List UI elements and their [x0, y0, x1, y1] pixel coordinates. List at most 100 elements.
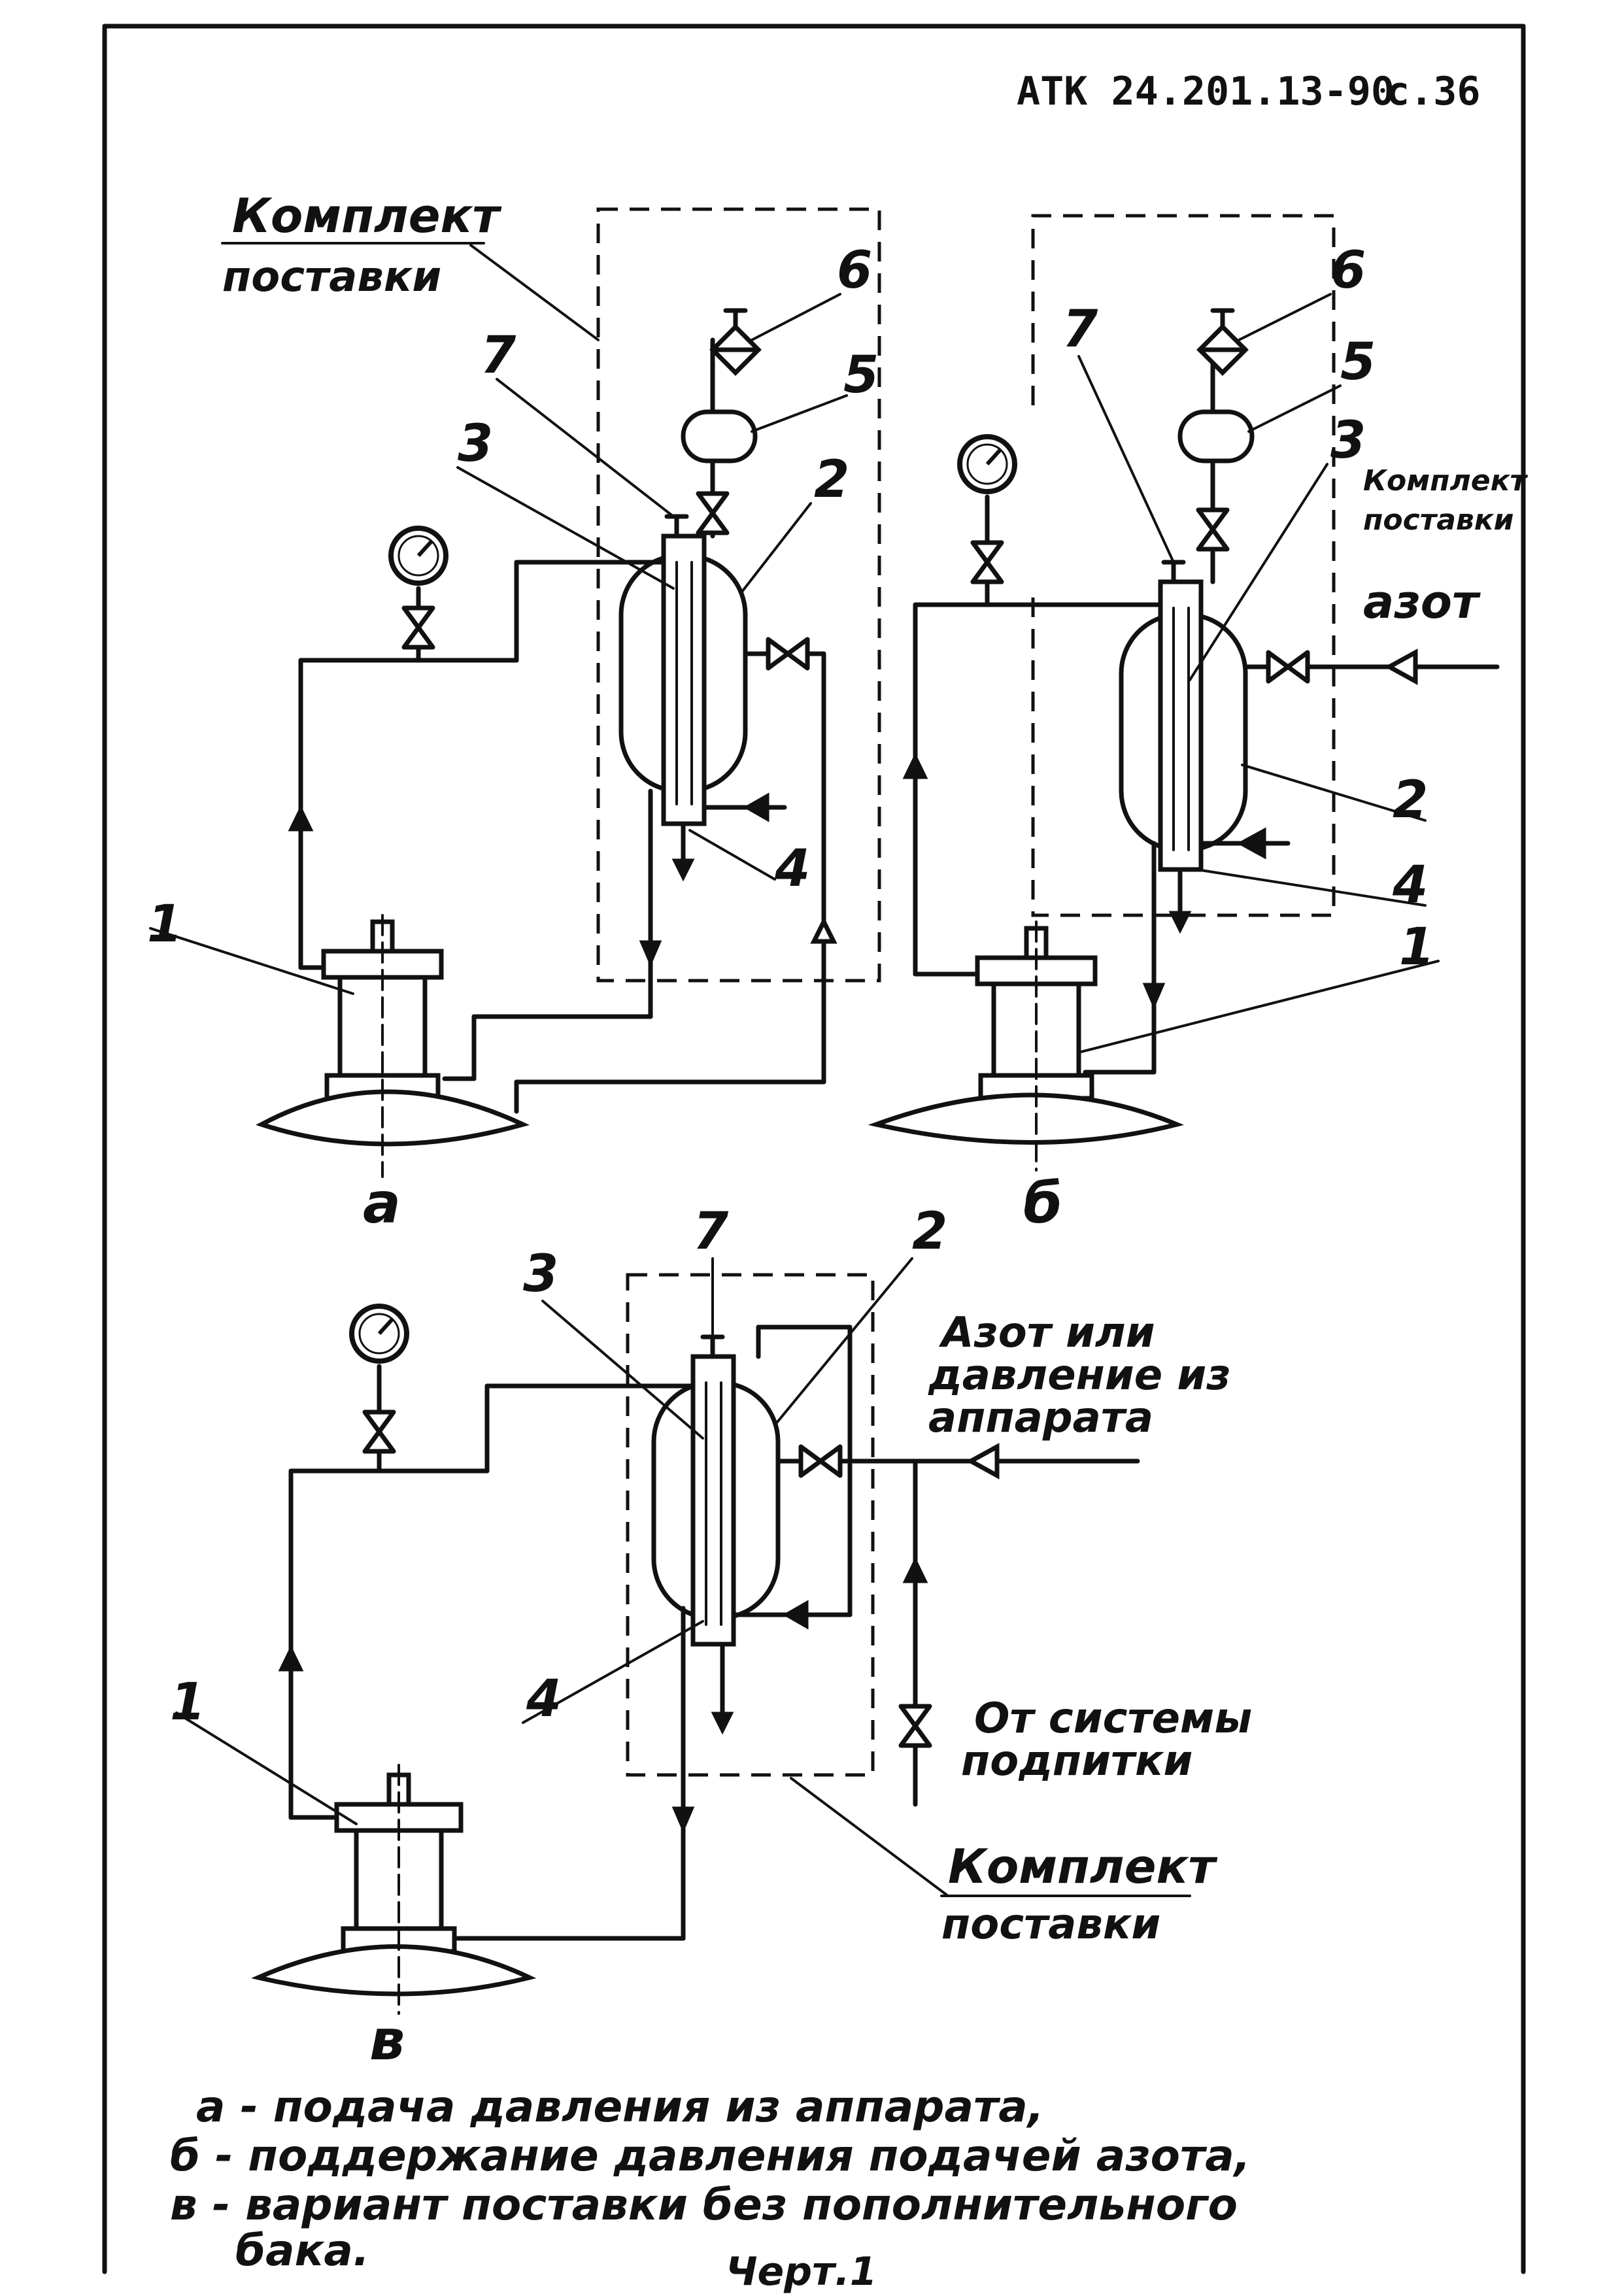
makeup-valve-v — [901, 1706, 930, 1746]
nitrogen-or-pressure-line2: давление из — [928, 1351, 1230, 1400]
nitrogen-valve-b — [1268, 652, 1308, 681]
delivery-label-v: поставки — [941, 1900, 1160, 1949]
press-arrow-v — [278, 1645, 304, 1672]
makeup-arrow-v — [902, 1557, 928, 1583]
nitrogen-or-pressure-line1: Азот или — [938, 1309, 1155, 1357]
leader-2-v — [773, 1257, 913, 1426]
pressure-gauge-b — [960, 437, 1015, 492]
num-7-b: 7 — [1062, 300, 1098, 359]
num-5-a: 5 — [843, 346, 879, 405]
apparatus-footing-v — [250, 1944, 537, 1997]
num-5-b: 5 — [1340, 333, 1376, 392]
press-arrow-a — [288, 805, 314, 832]
up-arrow-a — [810, 917, 837, 944]
gauge-valve-v — [365, 1412, 394, 1451]
legend-v2: бака. — [235, 2225, 369, 2276]
num-6-b: 6 — [1330, 241, 1366, 300]
leader-4-b — [1195, 868, 1427, 907]
from-system-line1: От системы — [974, 1695, 1252, 1743]
leader-3-b — [1189, 463, 1328, 681]
gauge-valve-a — [404, 608, 433, 647]
leader-5-a — [751, 394, 848, 433]
num-6-a: 6 — [837, 241, 872, 300]
kit-label-b: Комплект — [1363, 464, 1528, 498]
kit-boundary-a — [596, 207, 881, 983]
apparatus-footing-a — [256, 1089, 530, 1147]
page-number: с.36 — [1386, 69, 1481, 114]
from-system-line2: подпитки — [961, 1737, 1193, 1785]
num-1-v: 1 — [170, 1673, 205, 1732]
leader-4-v — [522, 1620, 704, 1724]
inlet-arrow-v — [782, 1600, 809, 1630]
diagram-b: Комплект поставки азот 6 5 3 7 2 4 1 — [868, 214, 1528, 1236]
leader-1-v — [175, 1712, 358, 1825]
legend-a: а - подача давления из аппарата, — [196, 2082, 1044, 2132]
leader-1-a — [149, 927, 354, 995]
receiver-5-b — [1177, 409, 1255, 464]
supply-arrow-v — [966, 1443, 1000, 1479]
exchanger-tube-3-b — [1158, 579, 1204, 872]
leader-7-a — [496, 378, 675, 518]
leader-7-b — [1077, 355, 1175, 564]
delivery-label-a: поставки — [222, 253, 441, 301]
num-2-v: 2 — [912, 1202, 947, 1261]
leader-3-a — [456, 466, 675, 590]
leader-6-a — [751, 293, 841, 341]
drain-arrow2-v — [671, 1806, 695, 1833]
leader-3-v — [541, 1300, 704, 1440]
receiver-5-a — [681, 409, 758, 464]
inlet-arrow-b — [1236, 827, 1266, 860]
num-3-v: 3 — [523, 1245, 558, 1304]
num-1-a: 1 — [147, 895, 182, 954]
exchanger-tube-3-a — [661, 533, 707, 826]
legend-v1: в - вариант поставки без пополнительного — [170, 2180, 1238, 2230]
sheet-label: Черт.1 — [726, 2249, 877, 2294]
leader-1-b — [1051, 960, 1440, 1060]
kit-leader-a — [469, 244, 600, 341]
vent-valve-a — [698, 494, 727, 533]
side-valve-a — [768, 639, 807, 668]
kit-label-a: Комплект — [232, 188, 502, 243]
gauge-valve-b — [973, 543, 1002, 582]
leader-6-b — [1238, 293, 1332, 341]
diagram-a: Комплект поставки 6 5 7 3 2 4 — [147, 188, 881, 1236]
pressure-gauge-a — [391, 528, 446, 583]
drain-arrow2-a — [639, 940, 662, 967]
caption-a: а — [363, 1171, 401, 1236]
num-4-a: 4 — [774, 839, 810, 898]
drain-arrow-a — [671, 858, 695, 882]
num-3-a: 3 — [458, 414, 493, 473]
caption-b: б — [1023, 1171, 1062, 1236]
drain-arrow-b — [1168, 911, 1192, 934]
nitrogen-arrow-b — [1384, 649, 1418, 685]
kit-boundary-v — [626, 1273, 875, 1777]
vent-valve-b — [1198, 510, 1227, 549]
drain-arrow-v — [711, 1712, 734, 1735]
num-7-v: 7 — [693, 1202, 729, 1261]
num-1-b: 1 — [1399, 918, 1434, 977]
inlet-arrow-a — [743, 792, 770, 822]
num-7-a: 7 — [481, 326, 516, 385]
kit-label-v: Комплект — [948, 1839, 1218, 1894]
leader-2-a — [741, 502, 812, 593]
supply-valve-v — [801, 1447, 840, 1476]
apparatus-footing-b — [868, 1092, 1184, 1145]
leader-2-b — [1241, 764, 1427, 822]
nitrogen-or-pressure-line3: аппарата — [928, 1394, 1153, 1442]
pressure-gauge-v — [352, 1306, 407, 1361]
kit-leader-v — [790, 1777, 949, 1897]
num-2-a: 2 — [814, 450, 849, 509]
press-arrow-b — [902, 752, 928, 779]
diagram-v: Комплект поставки Азот или давление из а… — [170, 1202, 1252, 2073]
num-4-v: 4 — [526, 1670, 562, 1729]
exchanger-tube-3-v — [690, 1354, 736, 1647]
num-3-b: 3 — [1330, 411, 1366, 470]
leader-4-a — [688, 829, 776, 881]
nitrogen-label-b: азот — [1363, 575, 1481, 629]
kit-boundary-b — [1031, 214, 1336, 917]
doc-code: АТК 24.201.13-90 — [1017, 69, 1395, 114]
legend-b: б - поддержание давления подачей азота, — [170, 2131, 1251, 2181]
drain-arrow2-b — [1142, 983, 1166, 1009]
caption-v: в — [369, 2008, 405, 2073]
